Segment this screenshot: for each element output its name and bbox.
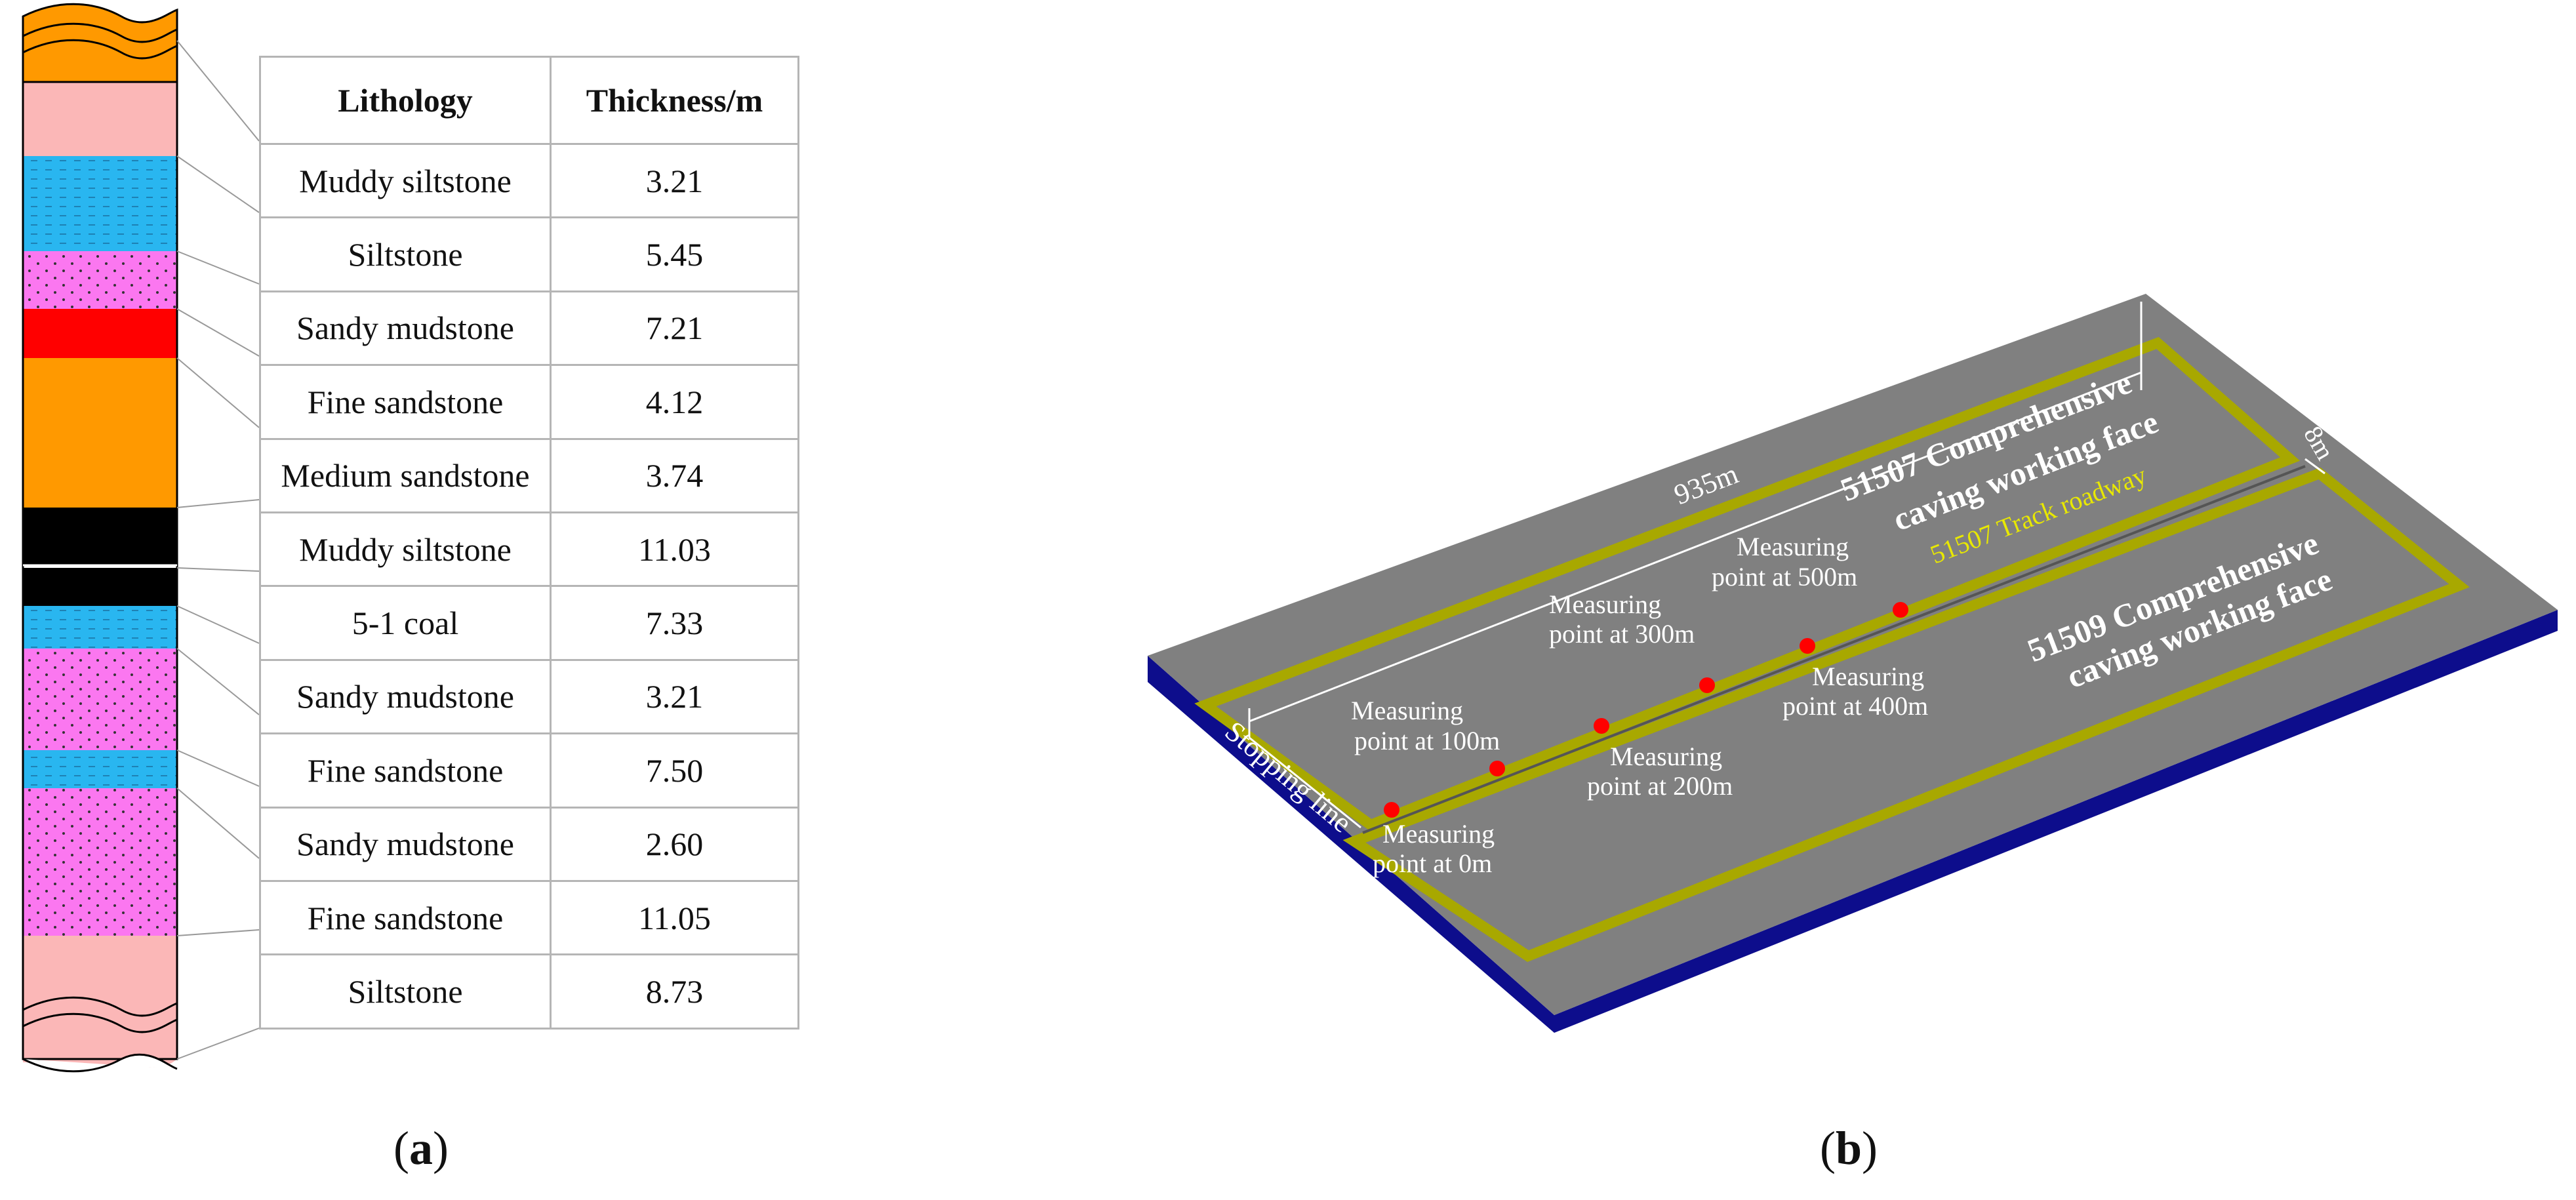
panel-b-caption: (b) xyxy=(1820,1122,1878,1174)
header-thickness: Thickness/m xyxy=(550,56,799,145)
mp-300m-line2: point at 300m xyxy=(1549,619,1695,649)
mp-500m-line1: Measuring xyxy=(1737,532,1849,561)
mp-0m-line2: point at 0m xyxy=(1373,849,1492,878)
dimension-8m xyxy=(2304,458,2325,475)
cell-thickness: 3.74 xyxy=(550,437,799,513)
cell-thickness: 7.50 xyxy=(550,732,799,809)
cell-lithology: Fine sandstone xyxy=(259,879,552,956)
cell-lithology: Siltstone xyxy=(259,953,552,1030)
column-table-connectors xyxy=(176,40,260,1060)
mp-400m-line1: Measuring xyxy=(1812,662,1924,691)
cell-lithology: Siltstone xyxy=(259,216,552,292)
measuring-point-200m xyxy=(1594,718,1609,734)
panel-a-label: a xyxy=(409,1122,433,1174)
layer-fine-sandstone-3 xyxy=(23,788,177,936)
cell-thickness: 2.60 xyxy=(550,806,799,882)
cell-thickness: 8.73 xyxy=(550,953,799,1030)
mp-200m-line1: Measuring xyxy=(1610,742,1722,771)
layer-siltstone-bottom xyxy=(23,936,177,1071)
cell-lithology: Sandy mudstone xyxy=(259,290,552,367)
cell-lithology: Muddy siltstone xyxy=(259,142,552,219)
stratigraphic-column xyxy=(22,3,178,1073)
cell-thickness: 7.33 xyxy=(550,585,799,661)
measuring-point-400m xyxy=(1800,638,1815,654)
panel-a-caption: (a) xyxy=(393,1122,449,1174)
cell-thickness: 3.21 xyxy=(550,142,799,219)
layer-siltstone xyxy=(23,156,177,251)
table-header-row: Lithology Thickness/m xyxy=(259,56,799,145)
mp-200m-line2: point at 200m xyxy=(1587,771,1733,801)
layer-coal xyxy=(23,568,177,606)
cell-lithology: Medium sandstone xyxy=(259,437,552,513)
cell-thickness: 4.12 xyxy=(550,364,799,440)
cell-lithology: Fine sandstone xyxy=(259,732,552,809)
header-lithology: Lithology xyxy=(259,56,552,145)
mp-0m-line1: Measuring xyxy=(1382,819,1495,849)
layer-sandy-mudstone xyxy=(23,251,177,309)
layer-muddy-siltstone xyxy=(23,508,177,565)
cell-thickness: 11.05 xyxy=(550,879,799,956)
cell-thickness: 11.03 xyxy=(550,511,799,588)
cell-lithology: Sandy mudstone xyxy=(259,658,552,735)
layer-medium-sandstone xyxy=(23,358,177,508)
mp-100m-line1: Measuring xyxy=(1351,696,1463,725)
roadway-51509-loop xyxy=(1342,467,2470,962)
measuring-point-500m xyxy=(1893,602,1908,618)
cell-thickness: 5.45 xyxy=(550,216,799,292)
mp-100m-line2: point at 100m xyxy=(1354,726,1500,755)
roadway-51507-loop xyxy=(1194,336,2301,831)
cell-lithology: Fine sandstone xyxy=(259,364,552,440)
measuring-point-300m xyxy=(1699,677,1715,693)
layer-sandy-mudstone-2 xyxy=(23,606,177,649)
mp-500m-line2: point at 500m xyxy=(1712,562,1857,591)
cell-lithology: 5-1 coal xyxy=(259,585,552,661)
layer-sandy-mudstone-3 xyxy=(23,750,177,788)
layer-fine-sandstone xyxy=(23,309,177,358)
slab-right-edge xyxy=(1554,610,2558,1033)
layer-muddy-siltstone-top xyxy=(23,82,177,156)
cell-thickness: 3.21 xyxy=(550,658,799,735)
dimension-935m xyxy=(1248,302,2143,738)
cell-lithology: Muddy siltstone xyxy=(259,511,552,588)
measuring-point-100m xyxy=(1489,761,1505,776)
working-face-model: 935m 8m Stopping line 51507 Track roadwa… xyxy=(1148,294,2558,1033)
mp-400m-line2: point at 400m xyxy=(1782,691,1928,721)
cell-thickness: 7.21 xyxy=(550,290,799,367)
cell-lithology: Sandy mudstone xyxy=(259,806,552,882)
panel-b-label: b xyxy=(1835,1122,1862,1174)
column-bottom-cap xyxy=(22,1053,178,1073)
measuring-point-0m xyxy=(1384,802,1399,818)
layer-fine-sandstone-2 xyxy=(23,649,177,750)
mp-300m-line1: Measuring xyxy=(1549,590,1661,619)
